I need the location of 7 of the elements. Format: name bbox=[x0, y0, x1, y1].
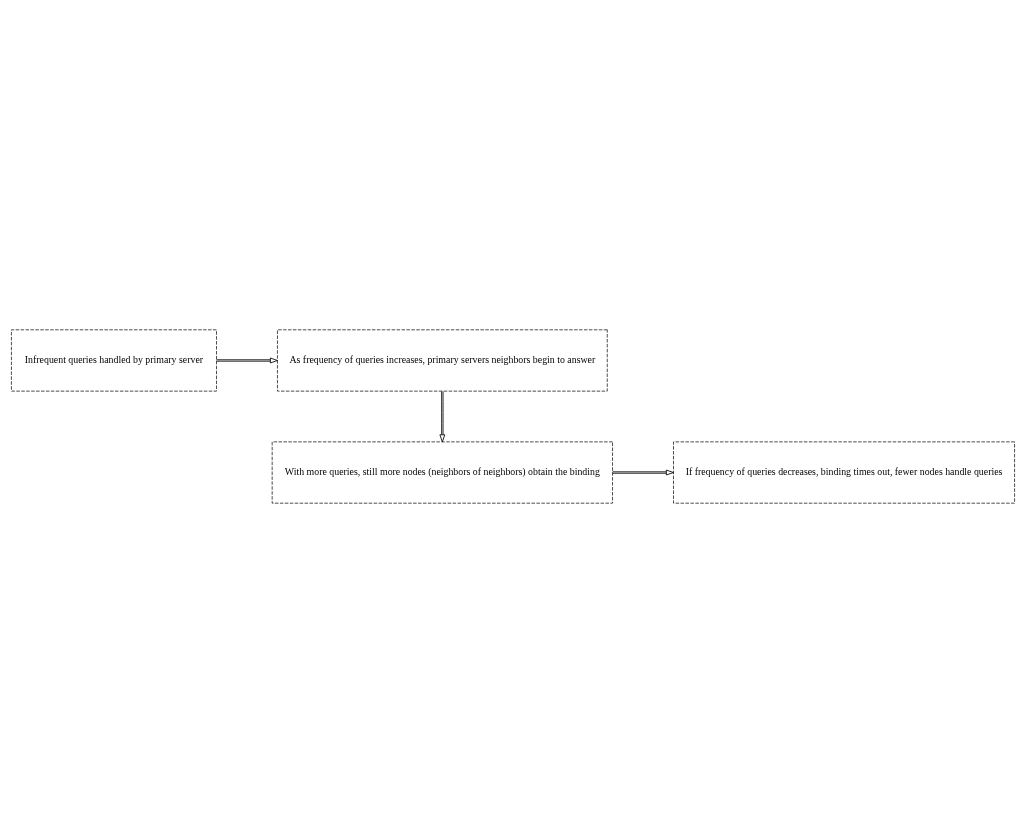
arrow bbox=[612, 469, 674, 475]
node-box: If frequency of queries decreases, binding times out, fewer nodes handle queries bbox=[673, 441, 1015, 504]
node-box: With more queries, still more nodes (neighbors of neighbors) obtain the binding bbox=[271, 441, 613, 504]
node-box: Infrequent queries handled by primary server bbox=[11, 328, 217, 391]
arrow bbox=[216, 357, 278, 363]
node-box: As frequency of queries increases, primary servers neighbors begin to answer bbox=[277, 328, 608, 391]
arrow bbox=[439, 390, 446, 442]
